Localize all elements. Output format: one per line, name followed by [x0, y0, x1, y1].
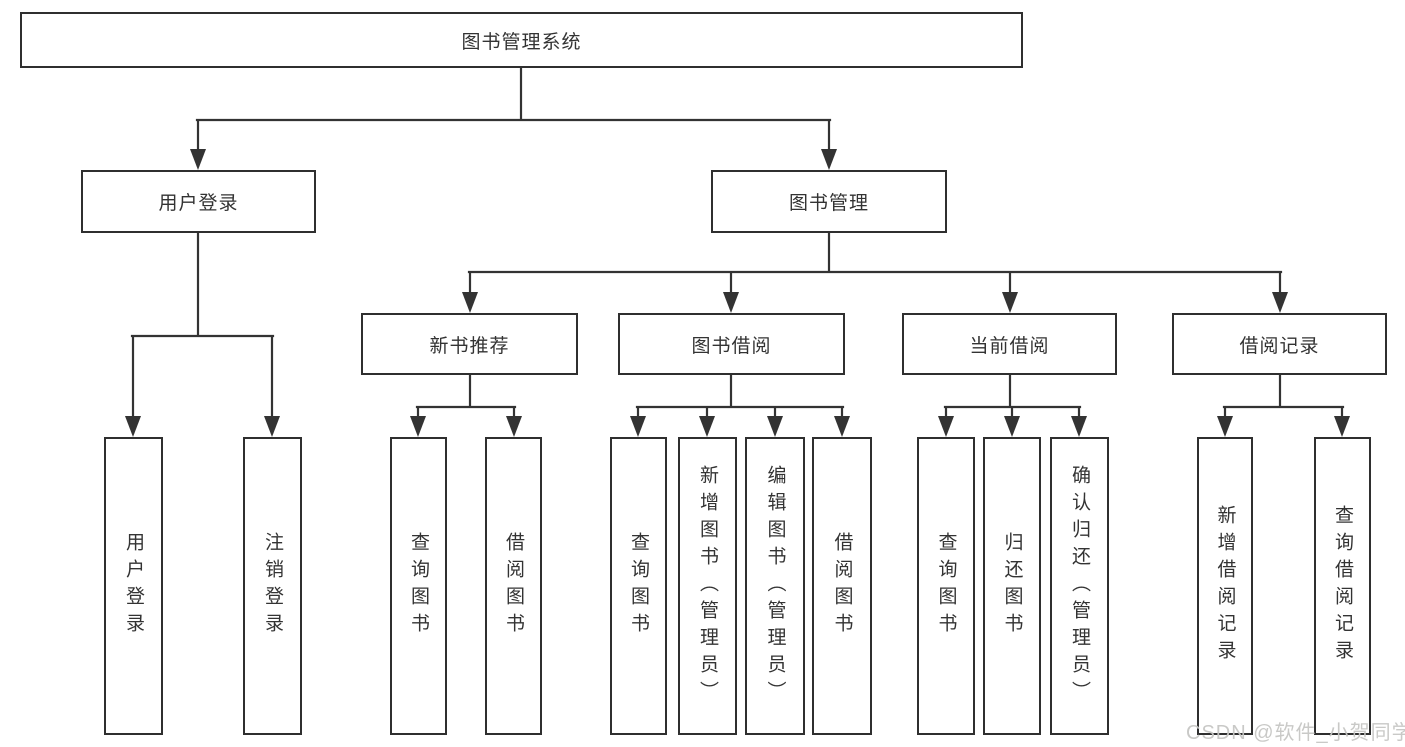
- arrow-down-icon: [410, 416, 426, 437]
- edge-borrow-records-to-leaves: [1222, 373, 1345, 422]
- node-book-borrow: 图书借阅: [618, 313, 845, 375]
- node-label: 新书推荐: [429, 335, 510, 357]
- node-label: 图书借阅: [691, 335, 772, 357]
- leaf-borrow-books: 借阅图书: [812, 437, 872, 735]
- leaf-query-books: 查询图书: [610, 437, 667, 735]
- arrow-down-icon: [821, 149, 837, 170]
- node-label: 借阅图书: [503, 532, 524, 640]
- node-book-management: 图书管理: [711, 170, 947, 233]
- leaf-confirm-return-admin: 确认归还（管理员）: [1050, 437, 1109, 735]
- node-label: 查询借阅记录: [1332, 505, 1353, 667]
- node-label: 用户登录: [123, 532, 144, 640]
- node-label: 当前借阅: [969, 335, 1050, 357]
- node-label: 注销登录: [262, 532, 283, 640]
- leaf-return-book: 归还图书: [983, 437, 1041, 735]
- arrow-down-icon: [462, 292, 478, 313]
- leaf-borrow-books: 借阅图书: [485, 437, 542, 735]
- leaf-logout: 注销登录: [243, 437, 302, 735]
- node-label: 查询图书: [935, 532, 957, 640]
- leaf-add-borrow-record: 新增借阅记录: [1197, 437, 1253, 735]
- node-label: 确认归还（管理员）: [1069, 464, 1090, 708]
- node-label: 借阅图书: [831, 532, 853, 640]
- arrow-down-icon: [506, 416, 522, 437]
- node-label: 查询图书: [628, 532, 649, 640]
- arrow-down-icon: [1002, 292, 1018, 313]
- leaf-query-books: 查询图书: [390, 437, 447, 735]
- leaf-query-books: 查询图书: [917, 437, 975, 735]
- arrow-down-icon: [1217, 416, 1233, 437]
- arrow-down-icon: [1004, 416, 1020, 437]
- arrow-down-icon: [1071, 416, 1087, 437]
- arrow-down-icon: [1334, 416, 1350, 437]
- arrow-down-icon: [190, 149, 206, 170]
- node-new-book-recommend: 新书推荐: [361, 313, 578, 375]
- node-label: 查询图书: [408, 532, 429, 640]
- arrow-down-icon: [630, 416, 646, 437]
- node-label: 编辑图书（管理员）: [764, 464, 786, 708]
- arrowheads: [125, 149, 1350, 437]
- edge-book-management-to-level3: [467, 231, 1283, 298]
- node-borrow-records: 借阅记录: [1172, 313, 1387, 375]
- node-label: 图书管理: [788, 193, 869, 214]
- edge-current-borrow-to-leaves: [943, 373, 1082, 422]
- arrow-down-icon: [125, 416, 141, 437]
- node-label: 借阅记录: [1239, 335, 1320, 357]
- arrow-down-icon: [699, 416, 715, 437]
- leaf-user-login: 用户登录: [104, 437, 163, 735]
- node-label: 用户登录: [158, 193, 239, 214]
- arrow-down-icon: [767, 416, 783, 437]
- edge-root-to-level2: [195, 66, 832, 154]
- node-library-system: 图书管理系统: [20, 12, 1023, 68]
- node-user-login: 用户登录: [81, 170, 316, 233]
- arrow-down-icon: [723, 292, 739, 313]
- leaf-query-borrow-record: 查询借阅记录: [1314, 437, 1371, 735]
- node-label: 新增借阅记录: [1214, 505, 1236, 667]
- leaf-add-book-admin: 新增图书（管理员）: [678, 437, 737, 735]
- csdn-watermark: CSDN @软件_小贺同学: [1186, 722, 1405, 744]
- node-label: 图书管理系统: [461, 31, 582, 53]
- arrow-down-icon: [264, 416, 280, 437]
- node-label: 新增图书（管理员）: [697, 464, 718, 708]
- node-label: 归还图书: [1001, 532, 1023, 640]
- edge-new-book-recommend-to-leaves: [415, 373, 517, 422]
- edge-book-borrow-to-leaves: [635, 373, 845, 422]
- leaf-edit-book-admin: 编辑图书（管理员）: [745, 437, 805, 735]
- node-current-borrow: 当前借阅: [902, 313, 1117, 375]
- arrow-down-icon: [938, 416, 954, 437]
- edge-user-login-to-leaves: [130, 231, 275, 422]
- arrow-down-icon: [1272, 292, 1288, 313]
- arrow-down-icon: [834, 416, 850, 437]
